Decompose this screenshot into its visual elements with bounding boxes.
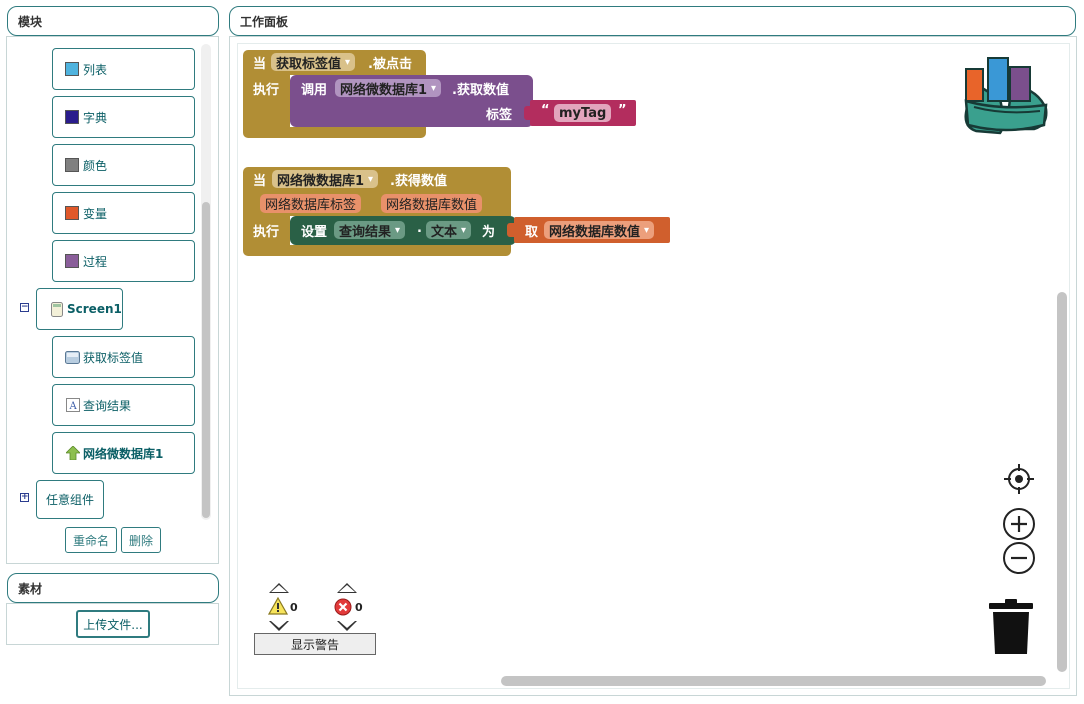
- upload-file-button[interactable]: 上传文件...: [76, 610, 150, 638]
- trash-icon[interactable]: [988, 598, 1034, 659]
- errors-next-arrow-inner: [339, 621, 355, 628]
- screen1-collapse-toggle[interactable]: −: [20, 303, 29, 312]
- get-keyword: 取: [525, 221, 538, 240]
- label-component-value: 查询结果: [339, 221, 391, 240]
- errors-prev-arrow-inner: [339, 585, 355, 592]
- blocks-panel-title: 模块: [18, 13, 42, 30]
- workspace-title: 工作面板: [240, 13, 288, 30]
- procedure-color-swatch: [65, 254, 79, 268]
- component-item-label[interactable]: A 查询结果: [52, 384, 195, 426]
- screen1-node[interactable]: Screen1: [36, 288, 123, 330]
- component-item-button[interactable]: 获取标签值: [52, 336, 195, 378]
- text-block-connector: [524, 106, 532, 120]
- text-value-field[interactable]: myTag: [554, 104, 611, 122]
- zoom-out-icon[interactable]: [1002, 541, 1036, 578]
- dictionary-color-swatch: [65, 110, 79, 124]
- screen1-label: Screen1: [67, 302, 122, 316]
- any-component-node[interactable]: 任意组件: [36, 480, 104, 519]
- backpack-icon[interactable]: [960, 55, 1052, 137]
- tag-param-label: 标签: [486, 104, 512, 123]
- set-keyword: 设置: [301, 221, 327, 240]
- quote-close: ”: [618, 103, 627, 118]
- label-component-dropdown[interactable]: 查询结果: [334, 221, 405, 239]
- tinywebdb-component-value: 网络微数据库1: [340, 79, 427, 98]
- label-icon: A: [65, 398, 80, 413]
- media-panel-title: 素材: [18, 580, 42, 597]
- recenter-icon[interactable]: [1003, 463, 1035, 498]
- workspace-header: 工作面板: [229, 6, 1076, 36]
- param-value-label: 网络数据库数值: [386, 194, 477, 213]
- screen-icon: [49, 302, 64, 317]
- any-component-expand-toggle[interactable]: +: [20, 493, 29, 502]
- button-icon: [65, 350, 80, 365]
- do-keyword: 执行: [253, 79, 279, 98]
- builtin-item-label: 过程: [83, 253, 107, 270]
- builtin-item-procedure[interactable]: 过程: [52, 240, 195, 282]
- blocks-panel-header: 模块: [7, 6, 219, 36]
- color-color-swatch: [65, 158, 79, 172]
- error-icon: [334, 598, 352, 619]
- when-keyword-2: 当: [253, 170, 266, 189]
- media-panel-header: 素材: [7, 573, 219, 603]
- workspace-vertical-scrollbar[interactable]: [1057, 292, 1067, 672]
- property-dropdown[interactable]: 文本: [426, 221, 471, 239]
- builtin-item-color[interactable]: 颜色: [52, 144, 195, 186]
- builtin-item-variable[interactable]: 变量: [52, 192, 195, 234]
- warning-icon: [268, 597, 288, 618]
- warnings-next-arrow-inner: [271, 621, 287, 628]
- rename-button[interactable]: 重命名: [65, 527, 117, 553]
- warning-count: 0: [290, 601, 298, 614]
- component-item-tinywebdb[interactable]: 网络微数据库1: [52, 432, 195, 474]
- component-item-label: 获取标签值: [83, 349, 143, 366]
- any-component-label: 任意组件: [46, 491, 94, 508]
- variable-color-swatch: [65, 206, 79, 220]
- zoom-in-icon[interactable]: [1002, 507, 1036, 544]
- property-value: 文本: [431, 221, 457, 240]
- svg-text:A: A: [68, 401, 77, 412]
- builtin-item-list[interactable]: 列表: [52, 48, 195, 90]
- get-block-connector: [507, 223, 516, 237]
- event-name-2: .获得数值: [390, 170, 447, 189]
- property-dot: .: [417, 221, 422, 236]
- show-warnings-label: 显示警告: [291, 636, 339, 653]
- do-keyword-2: 执行: [253, 221, 279, 240]
- list-color-swatch: [65, 62, 79, 76]
- button-component-value: 获取标签值: [276, 53, 341, 72]
- error-count: 0: [355, 601, 363, 614]
- to-keyword: 为: [482, 221, 495, 240]
- tinywebdb-event-component-dropdown[interactable]: 网络微数据库1: [272, 170, 378, 188]
- when-keyword: 当: [253, 53, 266, 72]
- show-warnings-button[interactable]: 显示警告: [254, 633, 376, 655]
- component-item-label: 网络微数据库1: [83, 445, 163, 462]
- param-tag-from-webdb[interactable]: 网络数据库标签: [260, 194, 361, 213]
- event-name: .被点击: [368, 53, 412, 72]
- builtin-item-label: 字典: [83, 109, 107, 126]
- builtin-item-label: 变量: [83, 205, 107, 222]
- blocks-workspace-canvas[interactable]: [237, 43, 1070, 689]
- delete-button[interactable]: 删除: [121, 527, 161, 553]
- button-component-dropdown[interactable]: 获取标签值: [271, 53, 355, 71]
- builtin-item-dictionary[interactable]: 字典: [52, 96, 195, 138]
- text-value: myTag: [559, 106, 606, 121]
- variable-dropdown[interactable]: 网络数据库数值: [544, 221, 654, 239]
- warnings-prev-arrow-inner: [271, 585, 287, 592]
- blocks-tree-scrollbar-thumb[interactable]: [202, 202, 210, 518]
- builtin-item-label: 颜色: [83, 157, 107, 174]
- tinywebdb-event-component-value: 网络微数据库1: [277, 170, 364, 189]
- workspace-horizontal-scrollbar[interactable]: [501, 676, 1046, 686]
- tinywebdb-icon: [65, 446, 80, 461]
- method-name: .获取数值: [452, 79, 509, 98]
- builtin-item-label: 列表: [83, 61, 107, 78]
- param-value-from-webdb[interactable]: 网络数据库数值: [381, 194, 482, 213]
- component-item-label: 查询结果: [83, 397, 131, 414]
- variable-value: 网络数据库数值: [549, 221, 640, 240]
- tinywebdb-component-dropdown[interactable]: 网络微数据库1: [335, 79, 441, 97]
- quote-open: “: [541, 103, 550, 118]
- param-tag-label: 网络数据库标签: [265, 194, 356, 213]
- call-keyword: 调用: [301, 79, 327, 98]
